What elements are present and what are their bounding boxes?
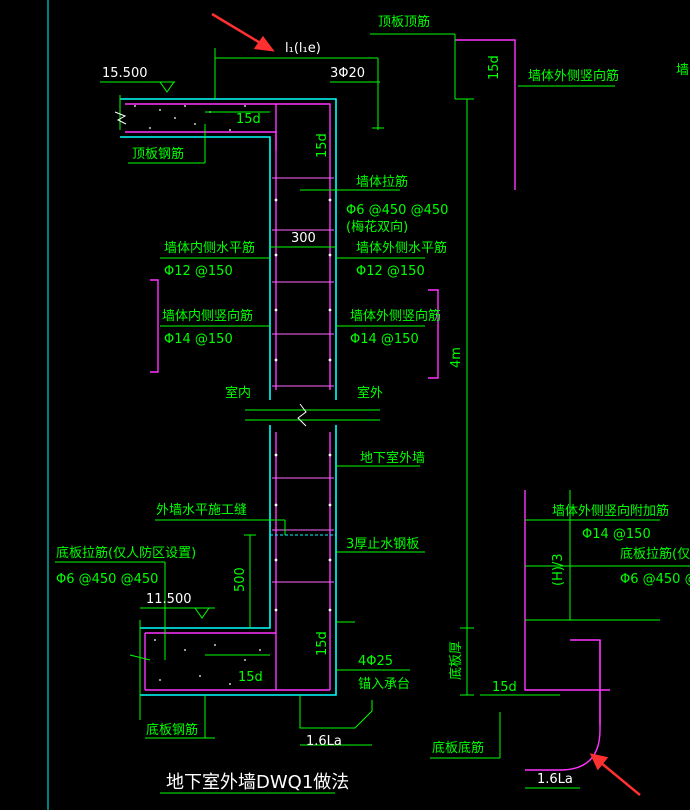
label-height-4m: 4m [449,347,464,368]
label-15d-topright: 15d [487,55,502,80]
label-15d-vertical-bottom: 15d [315,631,330,656]
label-wall-inner-vert-spec: Φ14 @150 [164,332,233,347]
text-labels: 顶板顶筋 墙体外侧竖向筋 墙 l₁(l₁e) 15.500 3Φ20 15d 1… [56,14,690,793]
label-laiuo: l₁(l₁e) [285,41,321,56]
label-bottom-rebar: 底板钢筋 [146,722,198,738]
label-wall-outer-vert-spec: Φ14 @150 [350,332,419,347]
label-bottom-bottom-bar: 底板底筋 [432,740,484,756]
label-bottom-tie-spec: Φ6 @450 @450 [56,572,158,587]
label-1-6la-right: 1.6La [537,772,573,787]
label-bottom-tie-right: 底板拉筋(仅人防 [620,546,690,562]
label-wall-outer-horiz-spec: Φ12 @150 [356,264,425,279]
label-3phi20: 3Φ20 [330,66,365,81]
label-h-over-3: (H)/3 [551,553,566,586]
label-bottom-tie-right-spec: Φ6 @450 @450 [620,572,690,587]
label-outdoor: 室外 [357,385,383,401]
wall-ties [272,177,334,583]
label-wall-inner-horiz: 墙体内侧水平筋 [164,240,255,256]
label-elev-top: 15.500 [102,66,148,81]
label-outer-add-vert: 墙体外侧竖向附加筋 [552,503,669,519]
label-construction-joint: 外墙水平施工缝 [156,503,247,518]
label-elev-bottom: 11.500 [146,592,192,607]
label-dim-500: 500 [233,567,248,592]
dimension-lines [55,33,690,794]
label-basement-wall: 地下室外墙 [360,450,425,466]
rebar-dots [274,198,332,612]
label-roof-top-bar: 顶板顶筋 [378,14,430,30]
label-wall-tie-spec: Φ6 @450 @450 [346,203,448,218]
label-slab-thick: 底板厚 [448,641,464,680]
label-wall-tie-note: (梅花双向) [346,219,408,235]
label-wall-tie: 墙体拉筋 [356,174,408,190]
label-wall-outer-vert: 墙体外侧竖向筋 [350,308,441,324]
label-indoor: 室内 [225,385,251,401]
label-roof-rebar: 顶板钢筋 [132,146,184,162]
label-wall-outer-vertical-top: 墙体外侧竖向筋 [528,68,619,84]
pointer-arrows [211,12,641,796]
label-bottom-tie: 底板拉筋(仅人防区设置) [56,545,196,561]
label-anchor: 锚入承台 [358,677,410,692]
label-thickness-300: 300 [291,231,316,246]
label-waterstop: 3厚止水钢板 [346,537,419,552]
label-wall-inner-horiz-spec: Φ12 @150 [164,264,233,279]
label-edge-char: 墙 [676,63,689,78]
label-4phi25: 4Φ25 [358,654,393,669]
label-15d-vertical-top: 15d [315,133,330,158]
label-15d-bottom: 15d [238,670,263,685]
label-wall-inner-vert: 墙体内侧竖向筋 [162,308,253,324]
label-wall-outer-horiz: 墙体外侧水平筋 [356,240,447,256]
label-15d-right: 15d [492,680,517,695]
label-1-6la: 1.6La [306,734,342,749]
label-15d-top: 15d [236,112,261,127]
drawing-title: 地下室外墙DWQ1做法 [166,772,349,793]
label-outer-add-vert-spec: Φ14 @150 [582,527,651,542]
